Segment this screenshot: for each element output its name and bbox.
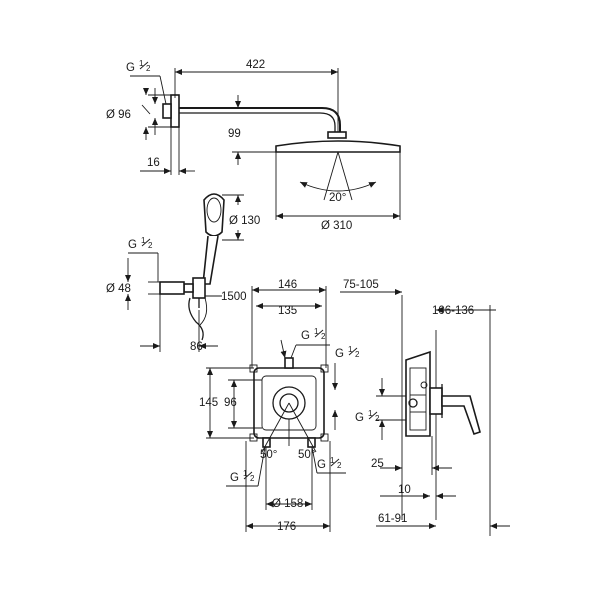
svg-text:2: 2 [337, 461, 342, 470]
svg-text:2: 2 [355, 350, 360, 359]
g-half-side-label: G [355, 412, 364, 424]
mixer-side-body [405, 350, 431, 437]
g-half-mid-label: G [128, 239, 137, 251]
svg-text:1: 1 [330, 456, 335, 465]
dia-130-label: Ø 130 [229, 215, 260, 227]
dim-135-label: 135 [278, 305, 297, 317]
hand-shower-view: Ø 130 G 1 2 Ø 48 1500 86 [106, 193, 260, 353]
dim-99-label: 99 [228, 128, 241, 140]
dim-96-box-label: 96 [224, 397, 237, 409]
svg-text:1: 1 [368, 409, 373, 418]
dim-16-label: 16 [147, 157, 160, 169]
arm-length-label: 422 [246, 59, 265, 71]
g-half-bottom-right-label: G [317, 459, 326, 471]
shower-holder [192, 277, 206, 299]
hand-shower-head [203, 193, 225, 237]
svg-text:1: 1 [348, 345, 353, 354]
head-shower-view: 20° 422 G 1 2 Ø 96 99 16 [106, 59, 401, 232]
dim-176-label: 176 [277, 521, 296, 533]
svg-text:2: 2 [375, 414, 380, 423]
range-75-105-label: 75-105 [343, 279, 379, 291]
wall-connector [162, 103, 172, 119]
range-61-91-label: 61-91 [378, 513, 407, 525]
shower-hose [188, 297, 204, 341]
g-half-top-label: G [126, 62, 135, 74]
dia-96-top-label: Ø 96 [106, 109, 131, 121]
svg-text:1: 1 [141, 236, 146, 245]
dim-25-label: 25 [371, 458, 384, 470]
angle-20-label: 20° [329, 192, 346, 204]
dim-146-label: 146 [278, 279, 297, 291]
g-half-box-right-label: G [335, 348, 344, 360]
hose-1500-label: 1500 [221, 291, 247, 303]
wall-flange [170, 94, 180, 128]
svg-text:2: 2 [321, 332, 326, 341]
mixer-box-side-view: 75-105 106-136 G 1 2 25 10 61-91 [340, 279, 510, 536]
dia-48-label: Ø 48 [106, 283, 131, 295]
mixer-lever [441, 395, 481, 436]
dim-10-label: 10 [398, 484, 411, 496]
svg-text:2: 2 [250, 474, 255, 483]
dia-158-label: Ø 158 [272, 498, 303, 510]
svg-text:1: 1 [243, 469, 248, 478]
dim-145-label: 145 [199, 397, 218, 409]
dia-310-label: Ø 310 [321, 220, 352, 232]
g-half-bottom-left-label: G [230, 472, 239, 484]
dim-86-label: 86 [190, 341, 203, 353]
svg-text:1: 1 [139, 59, 144, 68]
angle-50-right-label: 50° [298, 449, 315, 461]
rain-shower-head [275, 140, 401, 153]
range-106-136-label: 106-136 [432, 305, 474, 317]
svg-text:2: 2 [148, 241, 153, 250]
g-half-box-top-label: G [301, 330, 310, 342]
svg-text:1: 1 [314, 327, 319, 336]
mixer-box-front-view: 146 135 145 96 G 1 2 G 1 2 50° 50° [199, 279, 360, 533]
svg-text:2: 2 [146, 64, 151, 73]
shower-arm [179, 107, 341, 136]
